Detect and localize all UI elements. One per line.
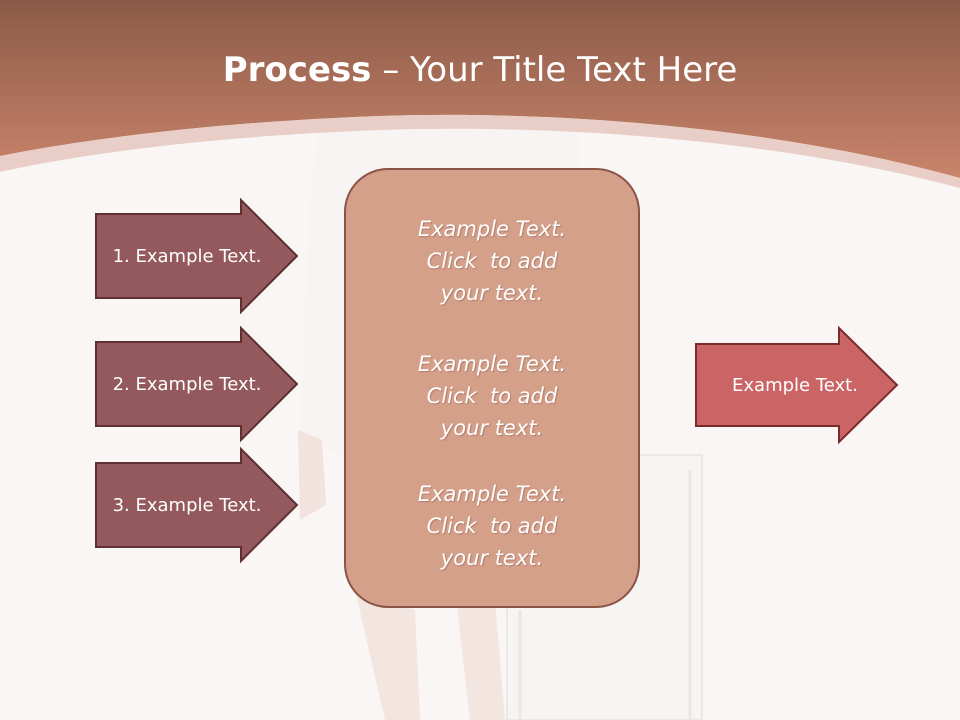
center-text-line: Example Text. [417, 482, 567, 506]
center-text-line: Click to add [426, 249, 558, 273]
title-rest: – Your Title Text Here [371, 50, 738, 90]
center-content-box[interactable] [344, 168, 640, 608]
center-text-line: Click to add [426, 384, 558, 408]
center-text-line: Click to add [426, 514, 558, 538]
center-text-block-1[interactable]: Example Text. Click to add your text. [344, 213, 640, 309]
step-3-label: 3. Example Text. [112, 494, 262, 516]
center-text-line: your text. [440, 416, 544, 440]
output-arrow [695, 325, 899, 445]
output-label: Example Text. [732, 374, 858, 396]
center-text-line: your text. [440, 546, 544, 570]
center-text-line: Example Text. [417, 352, 567, 376]
center-text-block-2[interactable]: Example Text. Click to add your text. [344, 348, 640, 444]
center-text-line: your text. [440, 281, 544, 305]
step-2-arrow [95, 325, 299, 443]
center-text-block-3[interactable]: Example Text. Click to add your text. [344, 478, 640, 574]
step-3-arrow [95, 446, 299, 564]
step-1-label: 1. Example Text. [112, 245, 262, 267]
center-text-line: Example Text. [417, 217, 567, 241]
step-2-label: 2. Example Text. [112, 373, 262, 395]
title-bold: Process [222, 50, 372, 90]
step-1-arrow [95, 197, 299, 315]
slide-title: Process – Your Title Text Here [0, 50, 960, 90]
